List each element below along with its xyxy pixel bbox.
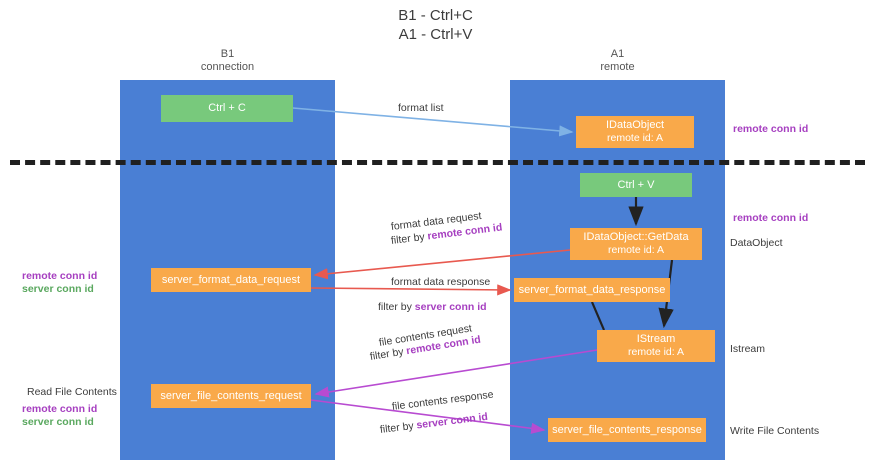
node-getdata-subtitle: remote id: A (607, 244, 665, 256)
edge-label-format-list: format list (398, 102, 444, 114)
node-ctrl-c[interactable]: Ctrl + C (161, 95, 293, 122)
node-server-format-data-response[interactable]: server_format_data_response (514, 278, 670, 302)
diagram-title: B1 - Ctrl+C A1 - Ctrl+V (0, 6, 871, 44)
node-idataobject-subtitle: remote id: A (606, 132, 664, 144)
lane-header-a1-name: A1 (610, 48, 625, 60)
node-idataobject-getdata[interactable]: IDataObject::GetData remote id: A (570, 228, 702, 260)
title-line-2: A1 - Ctrl+V (398, 26, 473, 43)
filter-key-server-conn-id: server conn id (414, 301, 487, 313)
node-getdata-title: IDataObject::GetData (583, 231, 689, 243)
side-label-istream: Istream (730, 343, 766, 355)
edge-file-contents-request (314, 349, 598, 398)
lane-header-a1: A1 remote (510, 48, 725, 74)
side-label-dataobject: DataObject (730, 237, 783, 249)
side-label-left-remote-conn-id: remote conn id (22, 270, 98, 282)
lane-header-b1: B1 connection (120, 48, 335, 74)
node-server-format-data-response-label: server_format_data_response (518, 283, 666, 296)
node-istream-subtitle: remote id: A (627, 346, 685, 358)
edge-format-list (292, 107, 574, 137)
edge-format-data-request (313, 249, 571, 280)
edge-file-contents-response (310, 399, 546, 434)
lane-header-b1-name: B1 (220, 48, 235, 60)
side-label-write-file-contents: Write File Contents (730, 425, 820, 437)
node-server-file-contents-response-label: server_file_contents_response (552, 423, 702, 436)
node-ctrl-c-label: Ctrl + C (208, 102, 246, 114)
node-idataobject[interactable]: IDataObject remote id: A (576, 116, 694, 148)
node-ctrl-v[interactable]: Ctrl + V (580, 173, 692, 197)
title-line-1: B1 - Ctrl+C (398, 7, 473, 24)
node-istream[interactable]: IStream remote id: A (597, 330, 715, 362)
lane-header-b1-role: connection (200, 61, 255, 73)
node-server-format-data-request[interactable]: server_format_data_request (151, 268, 311, 292)
filter-prefix: filter by (378, 301, 415, 313)
node-server-file-contents-response[interactable]: server_file_contents_response (548, 418, 706, 442)
edge-label-format-data-response-filter: filter by server conn id (378, 300, 487, 314)
node-server-format-data-request-label: server_format_data_request (161, 273, 301, 286)
node-server-file-contents-request-label: server_file_contents_request (160, 389, 302, 402)
node-ctrl-v-label: Ctrl + V (617, 178, 655, 191)
side-label-left-server-conn-id: server conn id (22, 283, 94, 295)
side-label-remote-conn-id-top: remote conn id (733, 123, 809, 135)
side-label-left-remote-conn-id-2: remote conn id (22, 403, 98, 415)
side-label-read-file-contents: Read File Contents (27, 386, 117, 398)
side-label-left-server-conn-id-2: server conn id (22, 416, 94, 428)
lane-header-a1-role: remote (600, 61, 635, 73)
node-istream-title: IStream (636, 333, 676, 345)
edge-format-data-response (310, 284, 512, 296)
phase-divider (10, 160, 865, 165)
side-label-remote-conn-id-mid: remote conn id (733, 212, 809, 224)
node-idataobject-title: IDataObject (605, 119, 665, 131)
node-server-file-contents-request[interactable]: server_file_contents_request (151, 384, 311, 408)
edge-label-format-data-response: format data response (391, 276, 491, 288)
edge-response-to-istream (590, 301, 606, 331)
